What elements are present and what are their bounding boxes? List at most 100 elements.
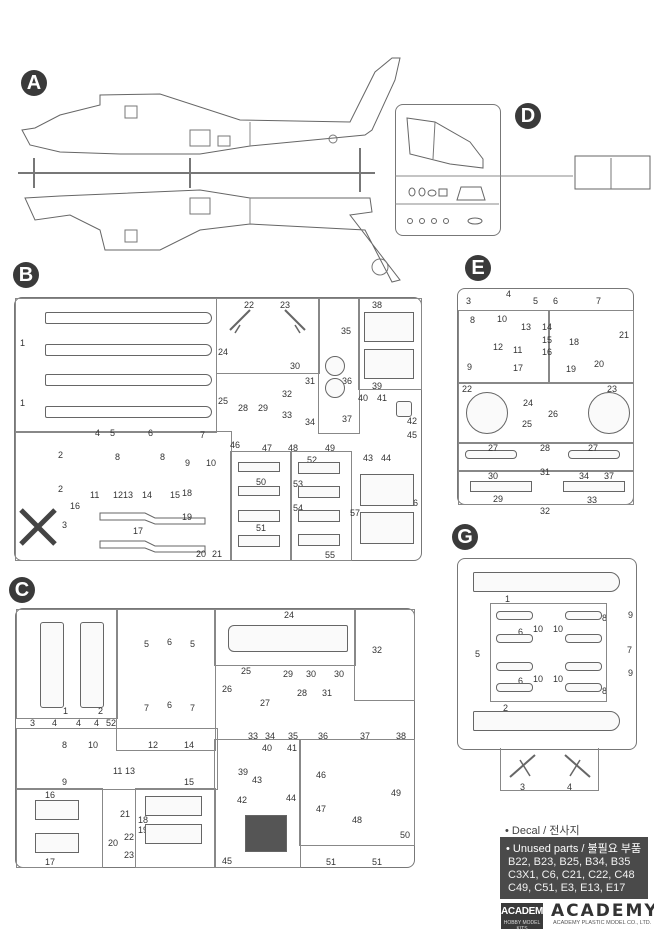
pod-part	[568, 450, 620, 459]
seat-frame-part	[238, 462, 280, 472]
part-number: 43	[252, 775, 263, 785]
part-number: 6	[518, 676, 524, 686]
part-number: 9	[628, 668, 634, 678]
turret-disc	[588, 392, 630, 434]
rocket-pod-part	[496, 662, 533, 671]
seat-frame-part	[238, 535, 280, 547]
part-number: 24	[523, 398, 534, 408]
part-number: 28	[297, 688, 308, 698]
part-number: 6	[553, 296, 559, 306]
part-number: 22	[462, 384, 473, 394]
part-number: 18	[569, 337, 580, 347]
part-number: 28	[238, 403, 249, 413]
part-number: 57	[350, 508, 361, 518]
part-number: 29	[493, 494, 504, 504]
sprue-c-cell-doors2	[135, 788, 216, 868]
sprue-e-cell	[458, 310, 550, 384]
engine-nacelle-part	[360, 512, 414, 544]
part-number: 32	[372, 645, 383, 655]
seat-frame-part	[238, 486, 280, 496]
part-number: 6	[148, 428, 154, 438]
part-number: 15	[184, 777, 195, 787]
part-number: 27	[260, 698, 271, 708]
pod-part	[465, 450, 517, 459]
gun-part	[470, 481, 532, 492]
part-number: 25	[241, 666, 252, 676]
rocket-pod-part	[496, 611, 533, 620]
door-part	[35, 800, 79, 820]
academy-logo-box: ACADEMY HOBBY MODEL KITS	[501, 903, 550, 932]
part-number: 29	[283, 669, 294, 679]
part-number: 7	[596, 296, 602, 306]
part-number: 9	[467, 362, 473, 372]
part-number: 7	[190, 703, 196, 713]
part-number: 34	[265, 731, 276, 741]
part-number: 15	[170, 490, 181, 500]
academy-wordmark: ACADEMY	[551, 901, 654, 921]
part-number: 8	[115, 452, 121, 462]
part-number: 51	[326, 857, 337, 867]
part-number: 3	[466, 296, 472, 306]
part-number: 27	[588, 443, 599, 453]
unused-parts-line: C49, C51, E3, E13, E17	[508, 882, 626, 894]
part-number: 38	[372, 300, 383, 310]
part-number: 30	[290, 361, 301, 371]
sprue-c-cell-missiles	[116, 609, 216, 751]
rotor-hub-drawing	[19, 508, 57, 546]
rocket-pod-part	[565, 634, 602, 643]
part-number: 39	[372, 381, 383, 391]
engine-intake-part	[396, 401, 412, 417]
part-number: 13	[123, 490, 134, 500]
part-number: 33	[282, 410, 293, 420]
part-number: 2	[98, 706, 104, 716]
part-number: 47	[262, 443, 273, 453]
part-number: 8	[470, 315, 476, 325]
tail-rotor-drawing	[99, 512, 206, 553]
sprue-b-cell-small-parts	[15, 431, 232, 561]
unused-parts-line: B22, B23, B25, B34, B35	[508, 856, 631, 868]
sprue-a-fuselage-drawing	[18, 57, 401, 283]
part-number: 4	[95, 428, 101, 438]
decal-label: • Decal / 전사지	[505, 825, 580, 837]
part-number: 29	[258, 403, 269, 413]
part-number: 9	[628, 610, 634, 620]
part-number: 20	[108, 838, 119, 848]
sprue-b-cell-panels	[290, 451, 352, 561]
part-number: 37	[604, 471, 615, 481]
unused-parts-title: • Unused parts / 불필요 부품	[506, 843, 642, 855]
part-number: 45	[222, 856, 233, 866]
part-number: 8	[160, 452, 166, 462]
part-number: 33	[248, 731, 259, 741]
part-number: 24	[218, 347, 229, 357]
part-number: 10	[497, 314, 508, 324]
part-number: 30	[488, 471, 499, 481]
part-number: 16	[45, 790, 56, 800]
part-number: 35	[341, 326, 352, 336]
part-number: 17	[513, 363, 524, 373]
part-number: 1	[20, 398, 26, 408]
part-number: 50	[400, 830, 411, 840]
part-number: 36	[342, 376, 353, 386]
part-number: 1	[63, 706, 69, 716]
sprue-c-cell-wings	[16, 609, 118, 719]
part-number: 2	[58, 484, 64, 494]
sprue-b-cell-wheels	[318, 298, 360, 434]
part-number: 3	[30, 718, 36, 728]
part-number: 2	[503, 703, 509, 713]
part-number: 23	[280, 300, 291, 310]
part-number: 23	[124, 850, 135, 860]
part-number: 14	[184, 740, 195, 750]
rocket-pod-part	[565, 683, 602, 692]
sprue-d-canopy-drawing	[395, 117, 651, 225]
part-number: 4	[52, 718, 58, 728]
g-struts-drawing	[509, 754, 591, 778]
part-number: 4	[506, 289, 512, 299]
part-number: 44	[286, 793, 297, 803]
part-number: 3	[520, 782, 526, 792]
part-number: 12	[148, 740, 159, 750]
part-number: 10	[553, 674, 564, 684]
landing-gear-struts	[229, 309, 306, 334]
sprue-c-cell-tools	[214, 739, 301, 868]
part-number: 9	[185, 458, 191, 468]
part-number: 34	[579, 471, 590, 481]
